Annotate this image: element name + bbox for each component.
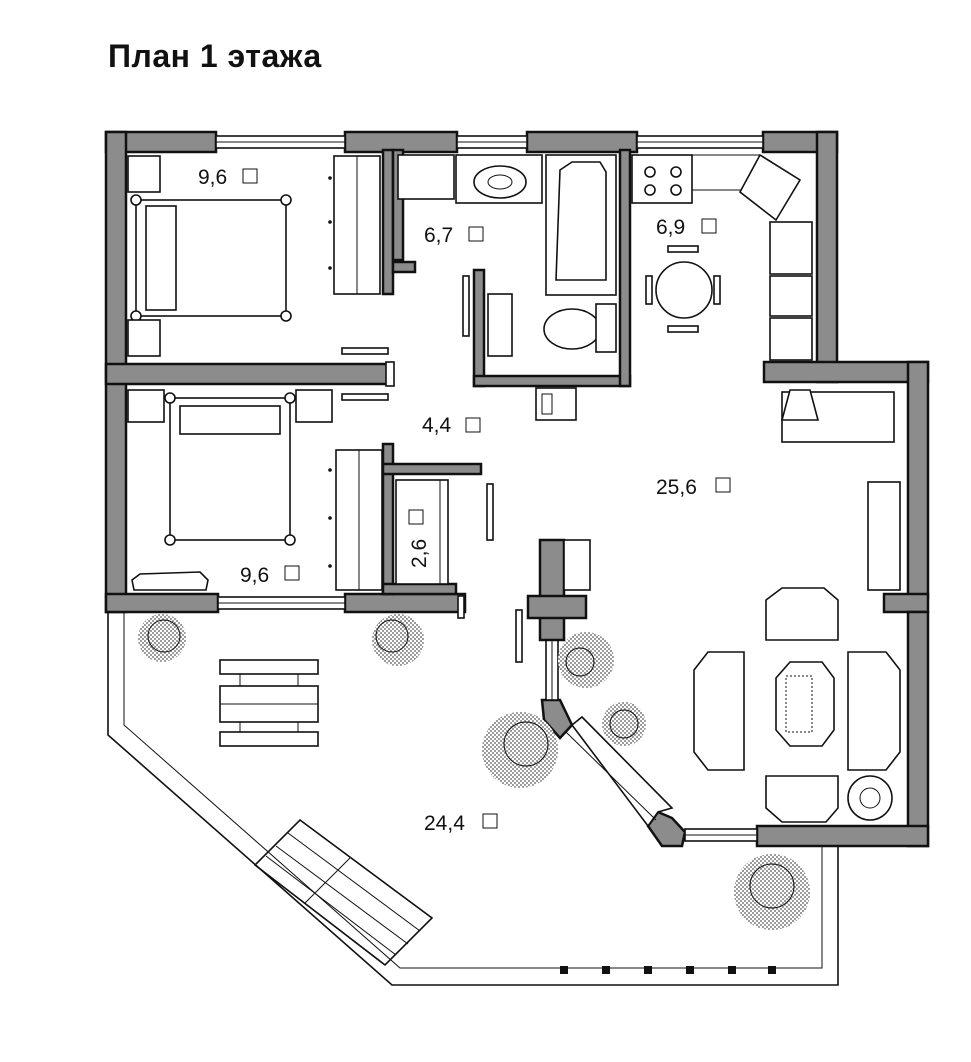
windows (215, 135, 764, 842)
hall-furniture (535, 387, 577, 421)
sq-icon (465, 417, 481, 433)
label-kitchen: 6,9 (656, 216, 717, 239)
plants (138, 614, 810, 930)
bedroom-bottom-furniture (127, 389, 383, 591)
label-bedroom-top: 9,6 (198, 166, 258, 189)
label-hall: 4,4 (422, 414, 481, 437)
sq-icon (715, 477, 731, 493)
area-text: 24,4 (424, 812, 465, 835)
area-text: 6,7 (424, 224, 453, 247)
label-storage: 2,6 (408, 509, 431, 568)
bedroom-top-furniture (127, 155, 381, 357)
bathroom-furniture (397, 154, 617, 357)
sq-icon (701, 218, 717, 234)
terrace-outline (107, 612, 839, 986)
kitchen-furniture (631, 153, 813, 361)
terrace-furniture (219, 659, 319, 747)
plan-title: План 1 этажа (108, 38, 322, 74)
label-bathroom: 6,7 (424, 224, 484, 247)
sq-icon (242, 168, 258, 184)
terrace-steps (253, 818, 434, 967)
living-furniture (563, 389, 901, 823)
area-text: 4,4 (422, 414, 452, 437)
area-text: 25,6 (656, 476, 697, 499)
sq-icon (482, 813, 498, 829)
outer-walls (104, 130, 930, 848)
sq-icon (408, 509, 424, 525)
label-bedroom-bottom: 9,6 (240, 564, 300, 587)
area-text: 9,6 (198, 166, 227, 189)
area-text: 6,9 (656, 216, 685, 239)
label-terrace: 24,4 (424, 812, 498, 835)
area-text: 2,6 (408, 539, 431, 568)
label-living: 25,6 (656, 476, 731, 499)
terrace-posts (560, 966, 776, 974)
area-text: 9,6 (240, 564, 269, 587)
storage-furniture (395, 479, 449, 585)
doors (341, 275, 523, 663)
sq-icon (468, 226, 484, 242)
inner-walls (104, 148, 632, 642)
room-labels: 9,6 6,7 6,9 4,4 9,6 2,6 25,6 24,4 (198, 166, 731, 835)
sq-icon (284, 565, 300, 581)
